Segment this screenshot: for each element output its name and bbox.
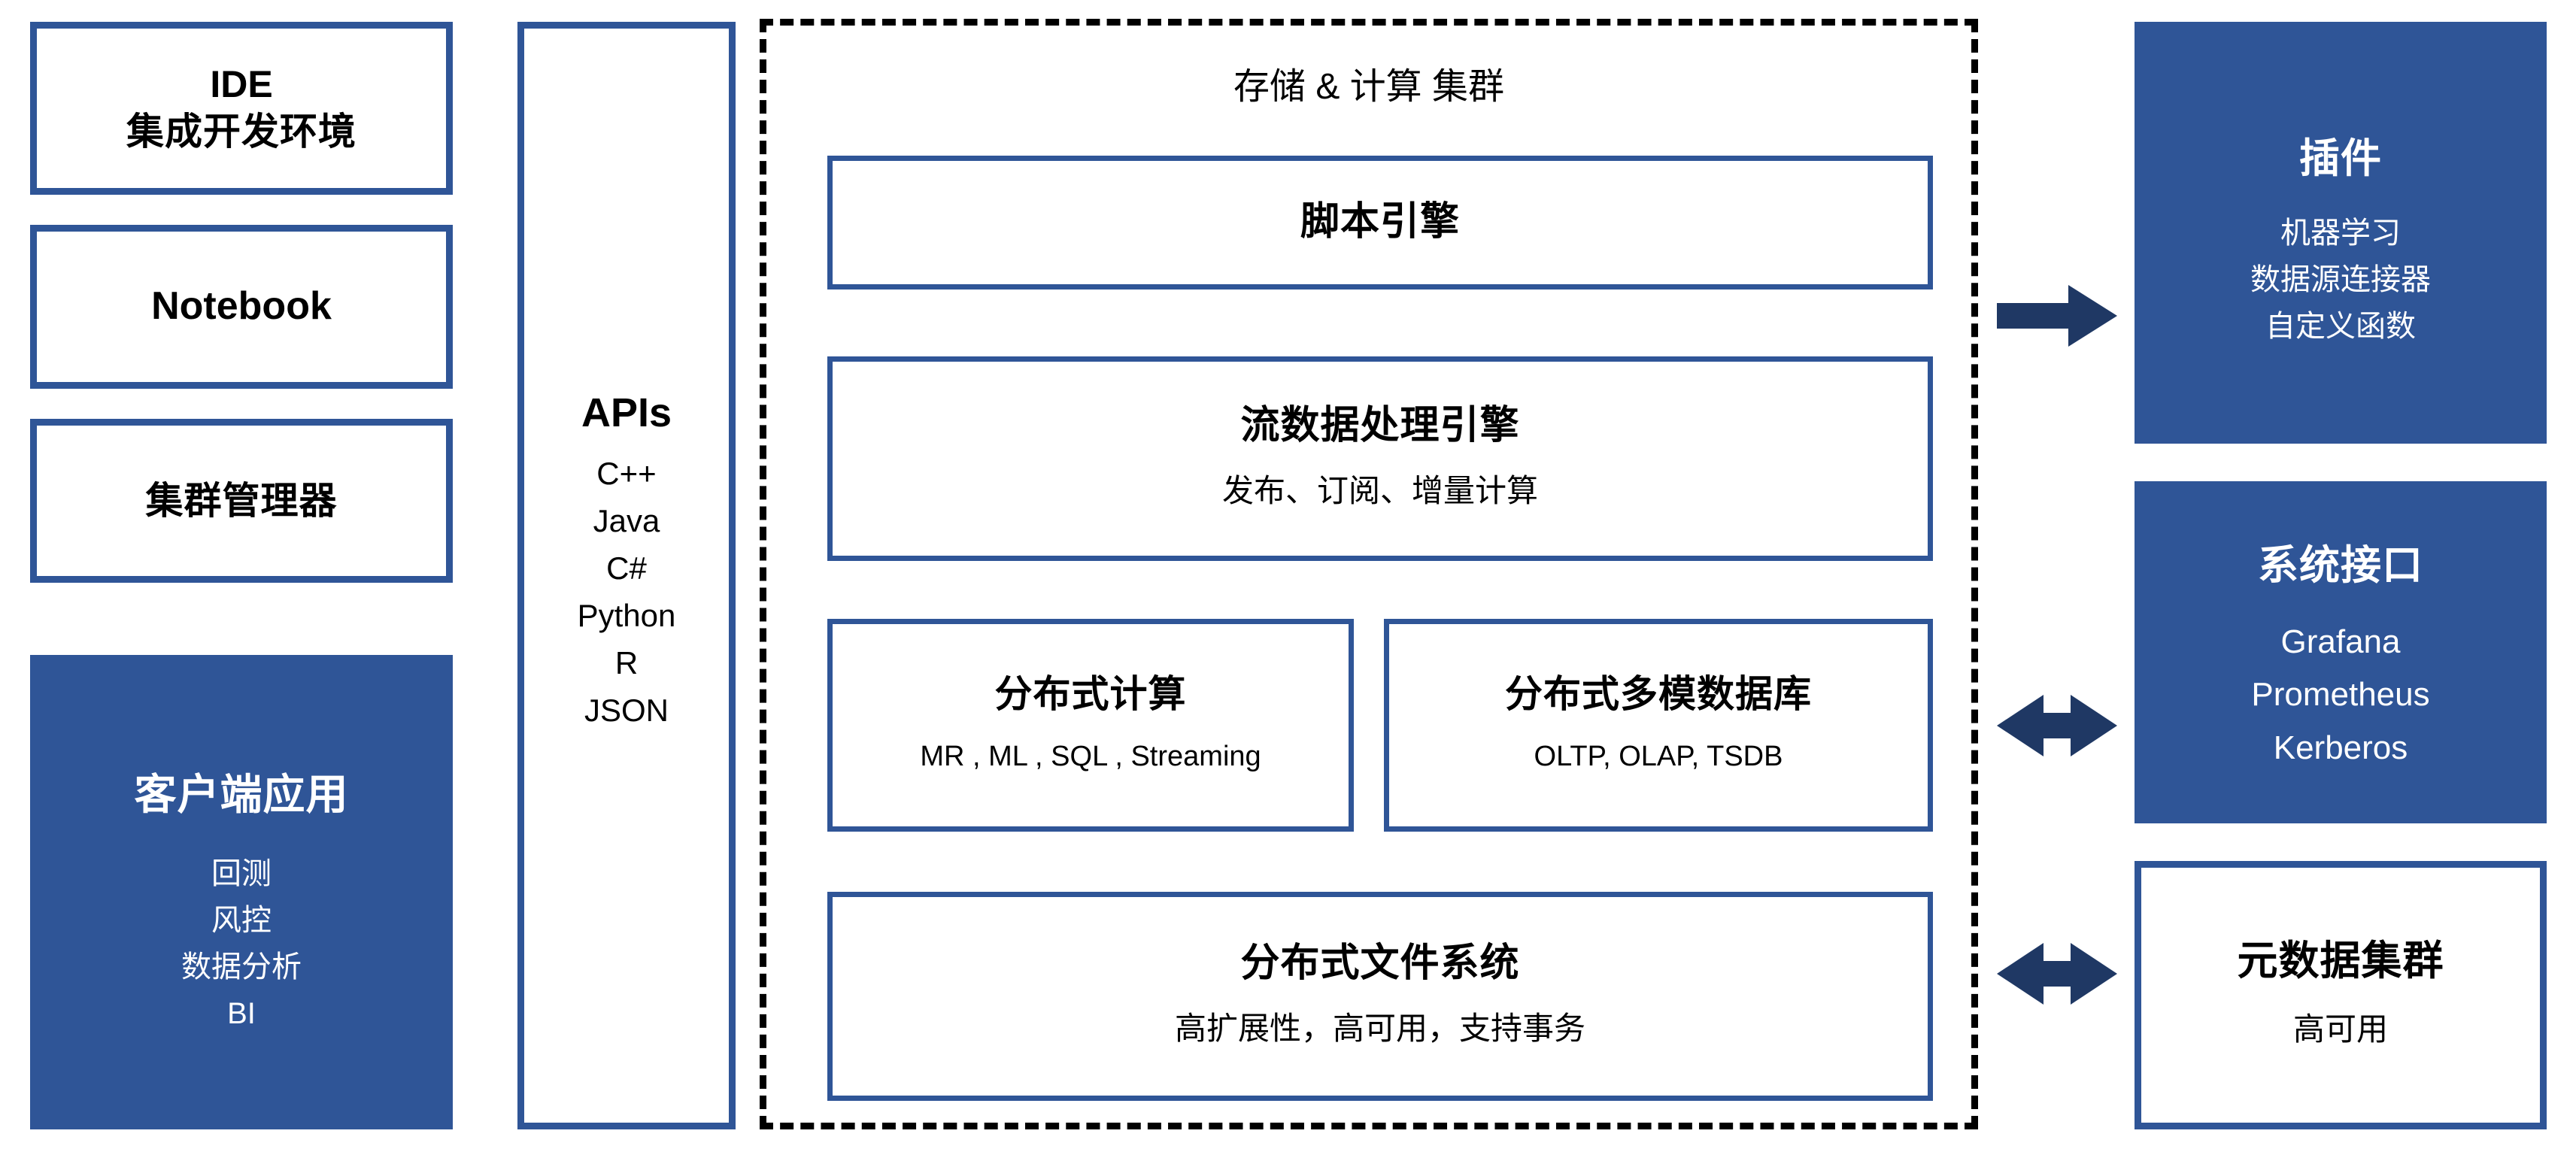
list-item: 数据源连接器	[2250, 263, 2431, 297]
client-application-box[interactable]: 客户端应用 回测 风控 数据分析 BI	[30, 655, 453, 1129]
list-item: 机器学习	[2280, 217, 2401, 250]
storage-compute-cluster-title: 存储 & 计算 集群	[1233, 67, 1505, 107]
stream-processing-engine-box[interactable]: 流数据处理引擎 发布、订阅、增量计算	[827, 356, 1933, 561]
client-application-items: 回测 风控 数据分析 BI	[181, 850, 302, 1037]
stream-processing-engine-subtitle: 发布、订阅、增量计算	[1221, 473, 1538, 509]
script-engine-title: 脚本引擎	[1300, 200, 1460, 244]
client-application-title: 客户端应用	[134, 771, 349, 819]
stream-processing-engine-title: 流数据处理引擎	[1240, 403, 1520, 447]
arrow-right-icon	[1997, 282, 2117, 350]
list-item: BI	[227, 996, 256, 1030]
multimodel-database-title: 分布式多模数据库	[1505, 673, 1812, 716]
list-item: C#	[606, 550, 647, 586]
distributed-compute-subtitle: MR , ML , SQL , Streaming	[920, 741, 1261, 773]
plugins-box[interactable]: 插件 机器学习 数据源连接器 自定义函数	[2135, 22, 2547, 444]
distributed-compute-title: 分布式计算	[994, 673, 1187, 716]
distributed-compute-box[interactable]: 分布式计算 MR , ML , SQL , Streaming	[827, 619, 1354, 832]
arrow-left-right-icon	[1997, 940, 2117, 1008]
system-interface-items: Grafana Prometheus Kerberos	[2251, 616, 2429, 774]
list-item: 数据分析	[181, 950, 302, 984]
distributed-filesystem-box[interactable]: 分布式文件系统 高扩展性，高可用，支持事务	[827, 892, 1933, 1101]
ide-box[interactable]: IDE 集成开发环境	[30, 22, 453, 195]
list-item: C++	[596, 455, 657, 491]
apis-items: C++ Java C# Python R JSON	[578, 450, 676, 734]
list-item: Kerberos	[2273, 729, 2408, 766]
list-item: R	[614, 644, 639, 681]
list-item: JSON	[584, 692, 669, 728]
notebook-label: Notebook	[151, 284, 332, 329]
metadata-cluster-title: 元数据集群	[2237, 938, 2444, 984]
cluster-manager-box[interactable]: 集群管理器	[30, 419, 453, 583]
plugins-title: 插件	[2299, 135, 2382, 181]
distributed-filesystem-title: 分布式文件系统	[1240, 941, 1520, 985]
distributed-filesystem-subtitle: 高扩展性，高可用，支持事务	[1174, 1011, 1585, 1047]
apis-title: APIs	[581, 390, 672, 435]
list-item: 风控	[211, 903, 272, 937]
metadata-cluster-box[interactable]: 元数据集群 高可用	[2135, 861, 2547, 1129]
ide-title-cn: 集成开发环境	[126, 111, 357, 153]
apis-box[interactable]: APIs C++ Java C# Python R JSON	[517, 22, 736, 1129]
list-item: Prometheus	[2251, 676, 2430, 714]
metadata-cluster-subtitle: 高可用	[2292, 1011, 2388, 1047]
notebook-box[interactable]: Notebook	[30, 225, 453, 389]
list-item: Java	[593, 502, 660, 538]
list-item: Grafana	[2280, 623, 2401, 660]
arrow-left-right-icon	[1997, 692, 2117, 759]
system-interface-title: 系统接口	[2258, 543, 2423, 589]
list-item: 回测	[211, 856, 272, 890]
plugins-items: 机器学习 数据源连接器 自定义函数	[2250, 210, 2431, 350]
multimodel-database-box[interactable]: 分布式多模数据库 OLTP, OLAP, TSDB	[1384, 619, 1933, 832]
multimodel-database-subtitle: OLTP, OLAP, TSDB	[1534, 741, 1783, 773]
system-interface-box[interactable]: 系统接口 Grafana Prometheus Kerberos	[2135, 481, 2547, 823]
ide-title-en: IDE	[210, 63, 273, 105]
list-item: 自定义函数	[2265, 310, 2416, 344]
cluster-manager-label: 集群管理器	[145, 479, 338, 522]
script-engine-box[interactable]: 脚本引擎	[827, 156, 1933, 289]
list-item: Python	[577, 597, 676, 633]
